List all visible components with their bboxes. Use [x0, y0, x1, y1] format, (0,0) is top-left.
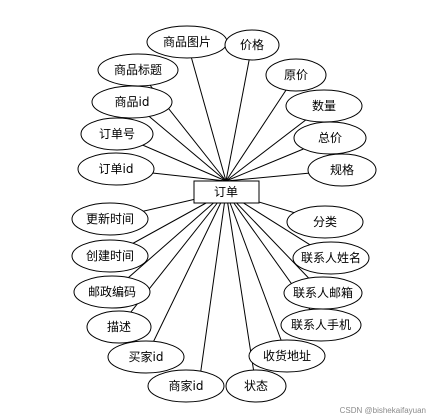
- attr-contact-phone: 联系人手机: [280, 308, 362, 342]
- attr-label: 创建时间: [86, 249, 134, 263]
- attr-product-image: 商品图片: [146, 25, 228, 59]
- attr-label: 邮政编码: [88, 284, 136, 299]
- attr-product-title: 商品标题: [97, 53, 179, 87]
- edge-merchant-id: [198, 191, 227, 385]
- attr-ellipse: [293, 121, 367, 155]
- edge-product-image: [186, 41, 227, 182]
- edge-postal-code: [111, 191, 227, 293]
- attr-ellipse: [224, 29, 280, 61]
- attr-label: 总价: [318, 131, 342, 145]
- attr-label: 联系人邮箱: [293, 285, 353, 300]
- attr-ellipse: [71, 202, 149, 236]
- attr-ellipse: [71, 239, 149, 273]
- attr-ellipse: [147, 369, 225, 403]
- entity-box: [193, 180, 260, 204]
- attr-label: 订单id: [99, 162, 134, 176]
- attr-ellipse: [107, 340, 185, 374]
- attr-postal-code: 邮政编码: [73, 275, 151, 309]
- attr-ellipse: [280, 308, 362, 342]
- attr-label: 数量: [312, 98, 336, 113]
- edge-contact-email: [225, 191, 324, 294]
- attr-ellipse: [77, 152, 155, 186]
- attr-label: 联系人姓名: [301, 250, 361, 265]
- attr-order-id: 订单id: [77, 152, 155, 186]
- entity-label: 订单: [214, 185, 238, 199]
- attr-label: 买家id: [129, 349, 164, 364]
- attr-ellipse: [286, 205, 364, 239]
- edge-original-price: [225, 74, 297, 182]
- attr-label: 价格: [240, 37, 264, 52]
- attr-ellipse: [292, 241, 370, 275]
- attr-shipping-address: 收货地址: [248, 339, 326, 373]
- attr-price: 价格: [224, 29, 280, 61]
- attr-label: 商品图片: [163, 34, 211, 49]
- attr-contact-email: 联系人邮箱: [283, 276, 363, 310]
- attr-contact-name: 联系人姓名: [292, 241, 370, 275]
- attr-ellipse: [80, 117, 154, 151]
- entity-order: 订单: [193, 180, 260, 204]
- attr-ellipse: [73, 275, 151, 309]
- attr-quantity: 数量: [285, 89, 363, 123]
- edge-buyer-id: [145, 191, 227, 358]
- attr-label: 联系人手机: [291, 318, 351, 332]
- attr-label: 分类: [313, 215, 337, 229]
- attr-label: 规格: [330, 162, 354, 177]
- attr-label: 状态: [244, 379, 268, 393]
- attr-spec: 规格: [307, 153, 377, 187]
- attributes: 商品图片 价格 商品标题 原价 商品id 数量 订单号 总价: [71, 25, 377, 403]
- attr-ellipse: [307, 153, 377, 187]
- attr-ellipse: [86, 310, 152, 344]
- attr-label: 原价: [284, 68, 308, 82]
- attr-create-time: 创建时间: [71, 239, 149, 273]
- attr-total-price: 总价: [293, 121, 367, 155]
- attr-label: 商品id: [115, 94, 150, 109]
- attr-ellipse: [91, 85, 173, 119]
- attr-ellipse: [248, 339, 326, 373]
- attr-original-price: 原价: [265, 58, 327, 92]
- attr-ellipse: [265, 58, 327, 92]
- attr-status: 状态: [225, 369, 287, 403]
- attr-product-id: 商品id: [91, 85, 173, 119]
- attr-ellipse: [225, 369, 287, 403]
- attr-order-number: 订单号: [80, 117, 154, 151]
- attr-label: 订单号: [99, 127, 135, 141]
- attr-description: 描述: [86, 310, 152, 344]
- attr-update-time: 更新时间: [71, 202, 149, 236]
- attr-label: 商品标题: [114, 62, 162, 77]
- attr-label: 商家id: [169, 378, 204, 393]
- attr-buyer-id: 买家id: [107, 340, 185, 374]
- edge-shipping-address: [225, 191, 288, 357]
- attr-label: 收货地址: [263, 348, 311, 363]
- attr-label: 更新时间: [86, 211, 134, 226]
- edge-price: [225, 44, 253, 182]
- watermark: CSDN @bishekaifayuan: [339, 406, 426, 415]
- attr-label: 描述: [107, 320, 131, 334]
- attr-category: 分类: [286, 205, 364, 239]
- attr-merchant-id: 商家id: [147, 369, 225, 403]
